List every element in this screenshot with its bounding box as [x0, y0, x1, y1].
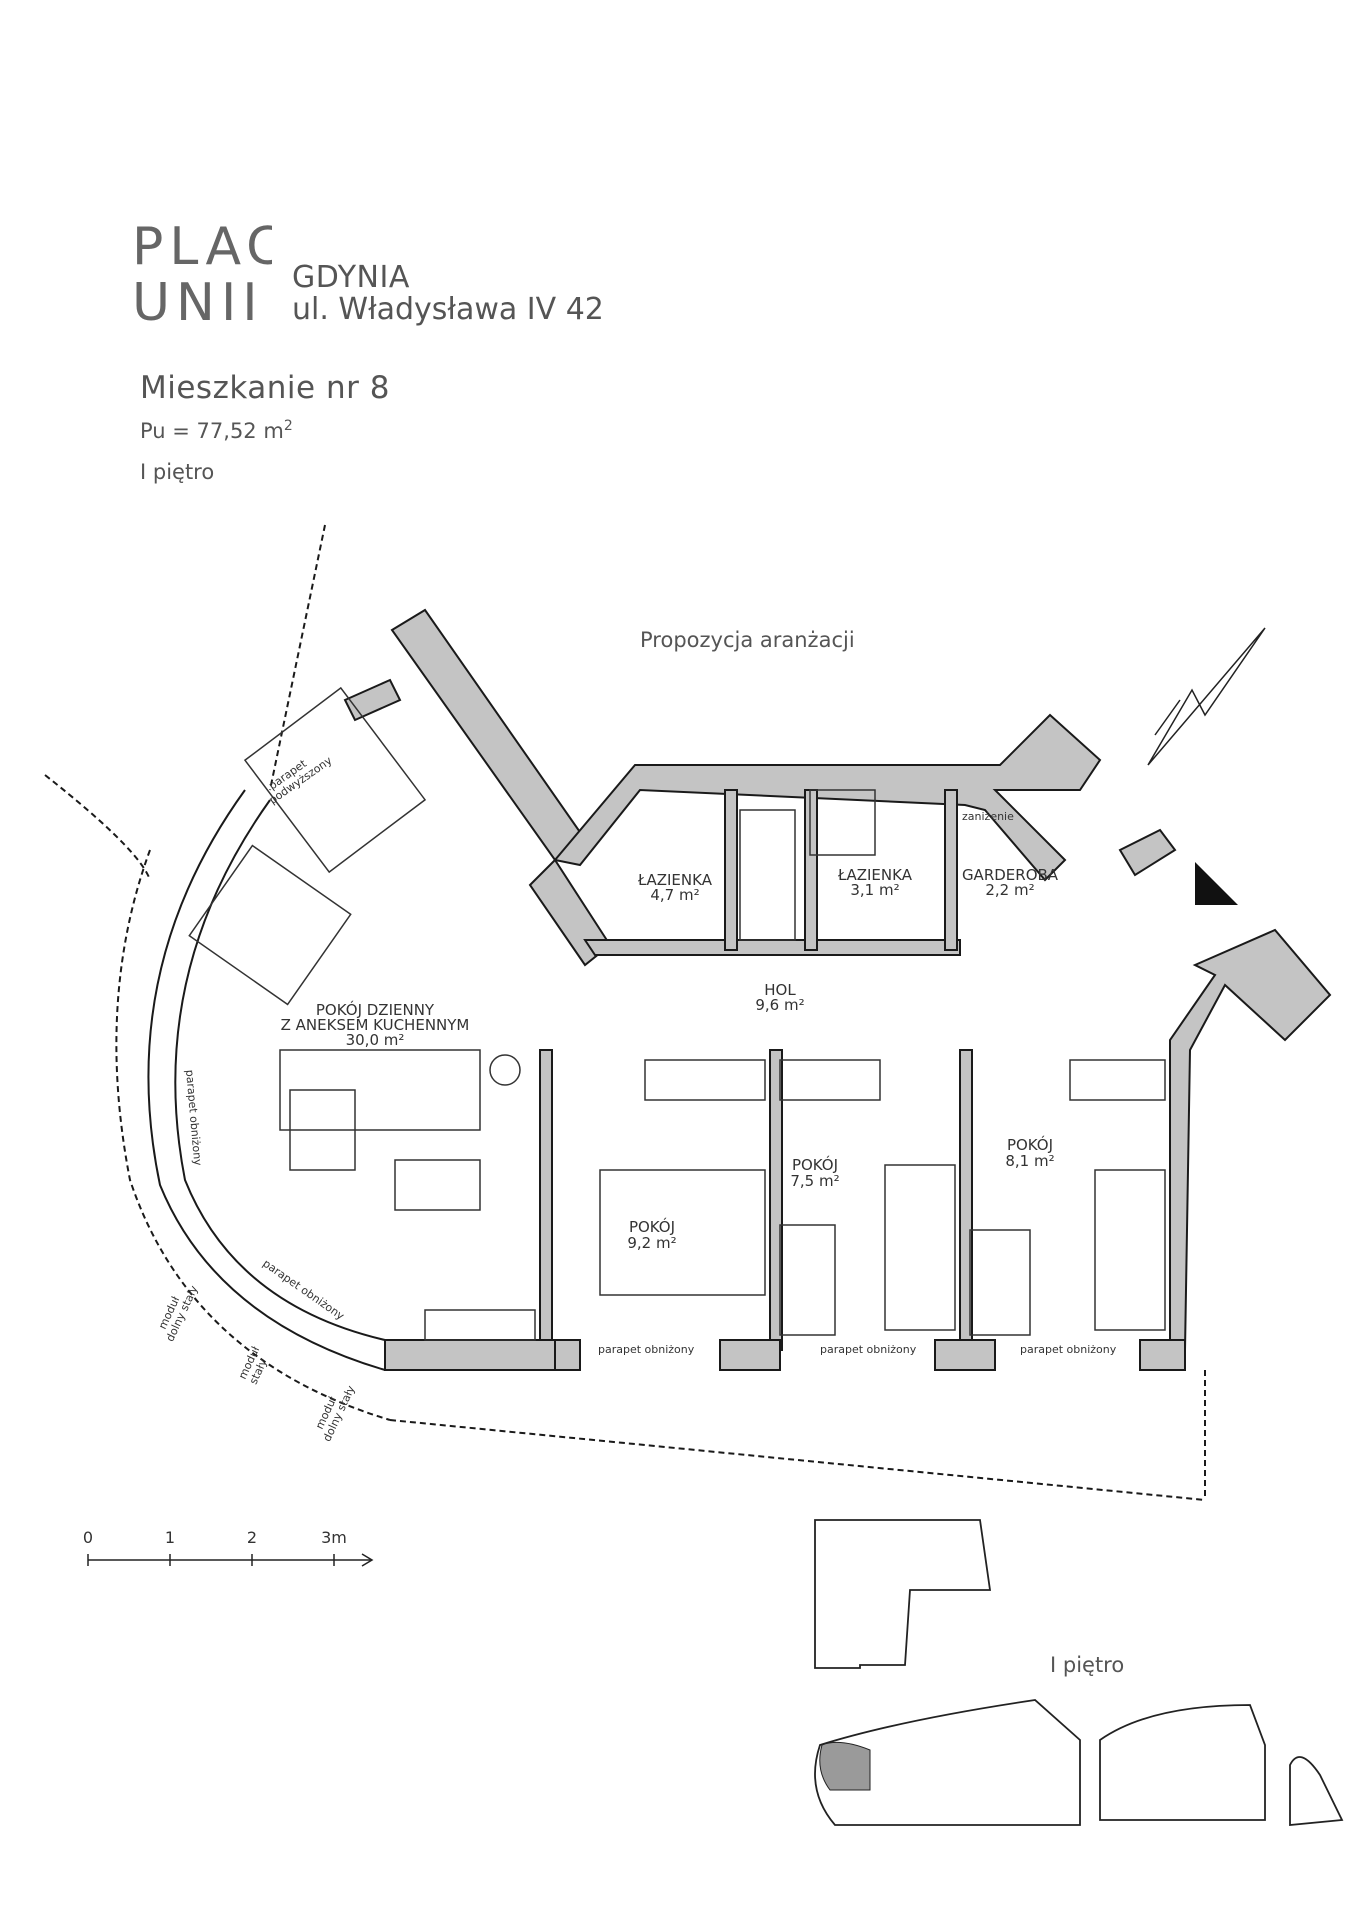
key-plan-right-block: [1289, 1756, 1344, 1826]
annot-module-3: moduł dolny stały: [313, 1383, 358, 1443]
key-plan: [814, 1519, 1344, 1826]
wall-bedroom-left: [539, 1049, 553, 1351]
terrace-upper-1: [269, 524, 326, 791]
key-plan-highlight: [819, 1741, 871, 1791]
key-plan-left-block: [814, 1699, 1081, 1826]
single-bed-1: [884, 1164, 956, 1331]
annot-parapet-lowered-3: parapet obniżony: [1020, 1343, 1117, 1356]
wall-facade-4: [1139, 1339, 1186, 1371]
wardrobe-3: [1069, 1059, 1166, 1101]
room-bath-1-area: 4,7 m²: [650, 886, 699, 904]
annot-parapet-lowered-curve-2: parapet obniżony: [260, 1257, 347, 1323]
desk-1: [779, 1224, 836, 1336]
kitchen-counter: [243, 686, 427, 874]
room-hall-name: HOL: [764, 981, 796, 999]
tv-stand: [424, 1309, 536, 1341]
coffee-table: [394, 1159, 481, 1211]
annot-parapet-lowered-2: parapet obniżony: [820, 1343, 917, 1356]
wall-entrance: [1118, 828, 1177, 877]
room-living-area: 30,0 m²: [346, 1031, 405, 1049]
room-wardrobe-area: 2,2 m²: [985, 881, 1034, 899]
desk-2: [969, 1229, 1031, 1336]
wardrobe-1: [644, 1059, 766, 1101]
north-arrow: [1147, 627, 1266, 766]
sofa: [279, 1049, 481, 1131]
street-address: ul. Władysława IV 42: [292, 292, 604, 327]
apartment-area: Pu = 77,52 m2: [140, 418, 293, 443]
scale-tick-1: 1: [165, 1528, 175, 1547]
scale-tick-2: 2: [247, 1528, 257, 1547]
room-bed-1-area: 9,2 m²: [627, 1234, 676, 1252]
key-plan-vertical-block: [814, 1519, 992, 1669]
room-bath-2-area: 3,1 m²: [850, 881, 899, 899]
furniture: [188, 686, 1166, 1341]
scale-tick-3: 3m: [321, 1528, 347, 1547]
wall-bathroom-top: [553, 713, 1102, 882]
city: GDYNIA: [292, 260, 410, 295]
wall-bathroom-bottom: [583, 939, 961, 956]
annot-parapet-lowered-1: parapet obniżony: [598, 1343, 695, 1356]
room-bed-3-name: POKÓJ: [1007, 1135, 1053, 1154]
shower: [809, 789, 876, 856]
entrance-marker: [1195, 862, 1238, 905]
bathtub: [739, 809, 796, 941]
wall-facade-3: [934, 1339, 996, 1371]
wall-bath-sep-1: [724, 789, 738, 951]
curve-dashed-2: [44, 774, 151, 881]
wall-facade-left: [384, 1339, 556, 1371]
scale-labels: 0 1 2 3m: [83, 1528, 347, 1547]
scale-tick-0: 0: [83, 1528, 93, 1547]
keyplan-floor-label: I piętro: [1050, 1653, 1125, 1677]
curve-outer: [147, 789, 386, 1371]
room-labels: ŁAZIENKA 4,7 m² ŁAZIENKA 3,1 m² GARDEROB…: [281, 866, 1059, 1252]
annot-module-1: moduł dolny stały: [156, 1283, 201, 1343]
double-bed: [599, 1169, 766, 1296]
room-bath-1-name: ŁAZIENKA: [637, 871, 713, 889]
single-bed-2: [1094, 1169, 1166, 1331]
room-bath-2-name: ŁAZIENKA: [837, 866, 913, 884]
room-bed-1-name: POKÓJ: [629, 1217, 675, 1236]
room-bed-3-area: 8,1 m²: [1005, 1152, 1054, 1170]
plan-walls: [343, 608, 1332, 1371]
dining-table: [188, 844, 352, 1006]
room-wardrobe-name: GARDEROBA: [962, 866, 1059, 884]
curve-dashed-1: [115, 849, 391, 1421]
room-hall-area: 9,6 m²: [755, 996, 804, 1014]
terrace-edge: [389, 1419, 1206, 1501]
annot-lowered: zaniżenie: [962, 810, 1014, 823]
room-living-name-1: POKÓJ DZIENNY: [316, 1000, 435, 1019]
wall-bath-sep-3: [944, 789, 958, 951]
wardrobe-2: [779, 1059, 881, 1101]
wall-facade-2: [719, 1339, 781, 1371]
plac-unii-logo: PLAC UNII: [132, 218, 272, 328]
annot-module-2: moduł stały: [236, 1344, 270, 1387]
scale-bar: [87, 1553, 374, 1567]
room-bed-2-name: POKÓJ: [792, 1155, 838, 1174]
annot-parapet-lowered-curve-1: parapet obniżony: [183, 1069, 204, 1167]
room-living-name-2: Z ANEKSEM KUCHENNYM: [281, 1016, 470, 1034]
apartment-title: Mieszkanie nr 8: [140, 370, 390, 406]
wall-right-corner: [1169, 928, 1332, 1351]
key-plan-middle-block: [1099, 1704, 1266, 1821]
wall-upper-left: [343, 678, 402, 722]
annot-parapet-raised: parapet podwyższony: [266, 754, 335, 807]
wall-bath-sep-2: [804, 789, 818, 951]
wall-kitchen-diagonal: [390, 608, 584, 862]
wall-facade-1: [554, 1339, 581, 1371]
logo-line1: PLAC: [132, 218, 272, 277]
proposal-label: Propozycja aranżacji: [640, 628, 855, 652]
logo-line2: UNII: [132, 273, 264, 328]
room-bed-2-area: 7,5 m²: [790, 1172, 839, 1190]
apartment-floor: I piętro: [140, 460, 215, 484]
sofa-chaise: [289, 1089, 356, 1171]
side-table: [489, 1054, 521, 1086]
